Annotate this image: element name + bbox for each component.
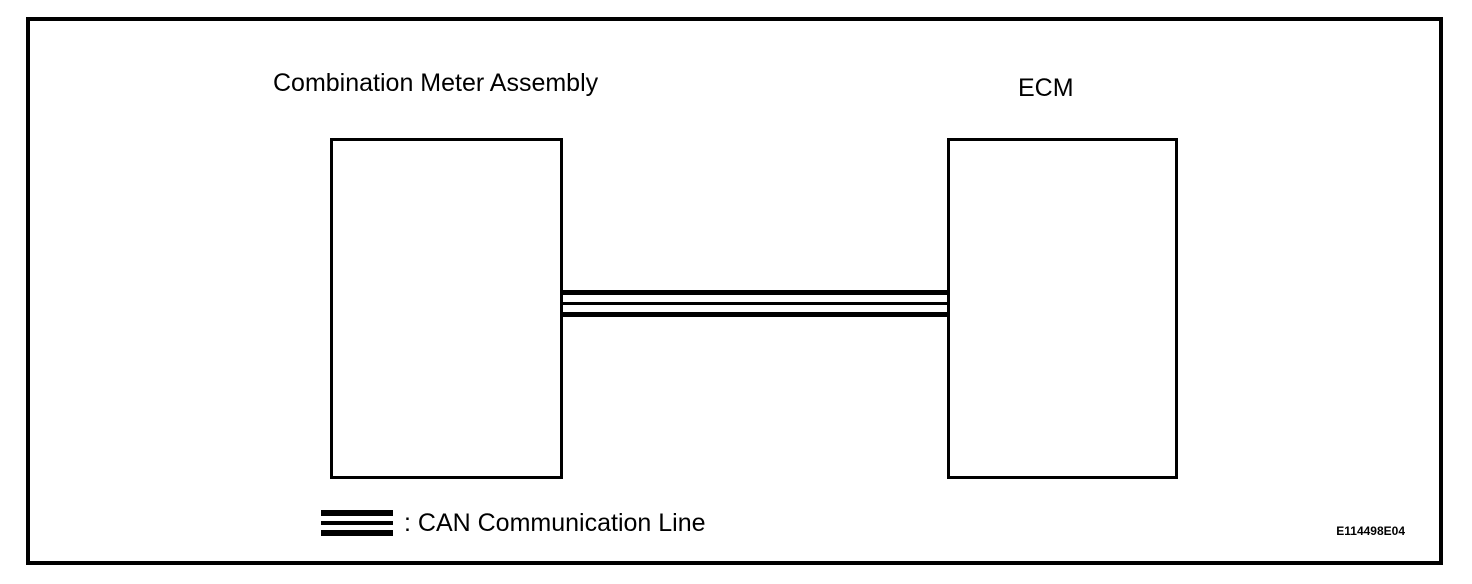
component-box-combination-meter-assembly [330, 138, 563, 479]
can-communication-line-connector [561, 290, 949, 317]
legend-symbol-middle-rule [321, 521, 393, 525]
figure-frame: Combination Meter Assembly ECM : CAN Com… [26, 17, 1443, 565]
can-line-bottom-rule [561, 312, 949, 317]
component-label-combination-meter-assembly: Combination Meter Assembly [273, 69, 599, 97]
legend-symbol-top-rule [321, 510, 393, 516]
can-line-top-rule [561, 290, 949, 295]
legend: : CAN Communication Line [321, 510, 706, 536]
figure-reference-code: E114498E04 [1336, 524, 1405, 538]
component-label-ecm: ECM [1018, 74, 1074, 102]
legend-label: : CAN Communication Line [404, 509, 706, 537]
legend-can-line-symbol [321, 510, 393, 536]
can-line-middle-rule [561, 302, 949, 305]
component-box-ecm [947, 138, 1178, 479]
legend-symbol-bottom-rule [321, 530, 393, 536]
